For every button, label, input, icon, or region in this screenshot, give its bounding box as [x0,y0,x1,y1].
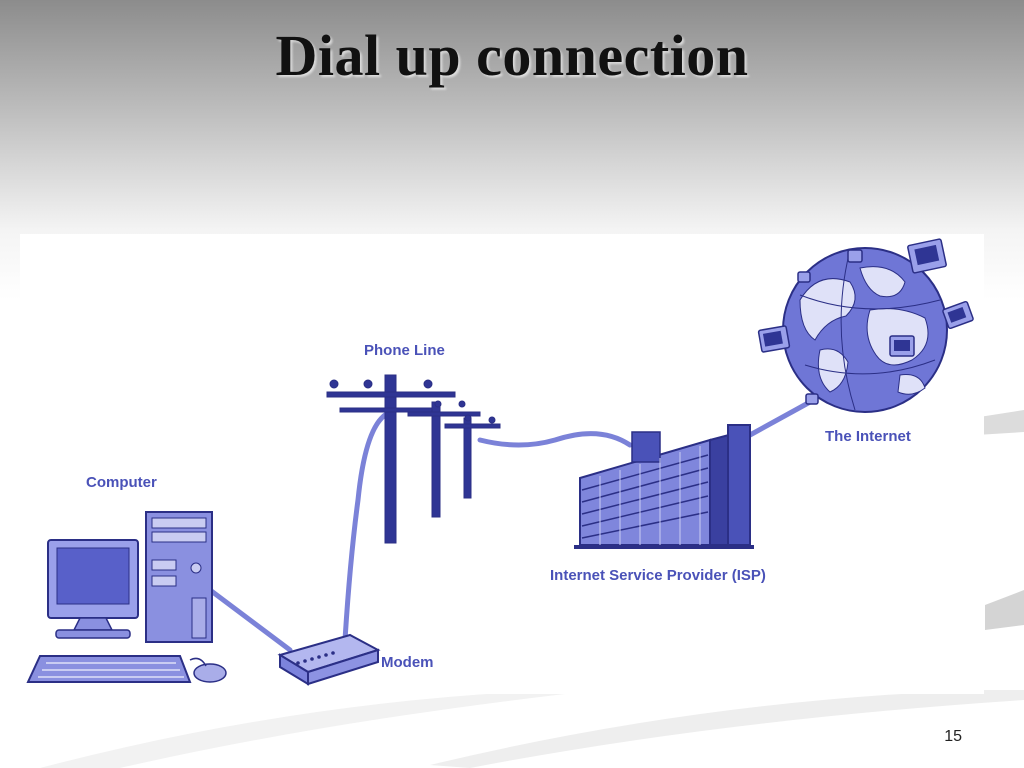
phone-line-poles-icon [326,374,501,544]
page-number: 15 [944,728,962,745]
internet-globe-icon [757,238,974,413]
internet-label: The Internet [825,428,911,445]
modem-label: Modem [381,654,434,671]
modem-pole-cable [342,412,388,643]
pole-isp-cable [477,431,633,448]
isp-building-icon [574,424,754,549]
phone-line-label: Phone Line [364,342,445,359]
computer-icon [26,511,227,683]
diagram-canvas: Computer Modem Phone Line Internet Servi… [26,238,974,686]
slide-title: Dial up connection [275,23,749,88]
modem-icon [277,633,381,686]
isp-label: Internet Service Provider (ISP) [550,567,766,584]
cables [207,399,813,653]
computer-modem-cable [207,587,293,653]
computer-label: Computer [86,474,157,491]
isp-internet-cable [747,399,813,438]
dialup-diagram: Computer Modem Phone Line Internet Servi… [20,234,984,694]
